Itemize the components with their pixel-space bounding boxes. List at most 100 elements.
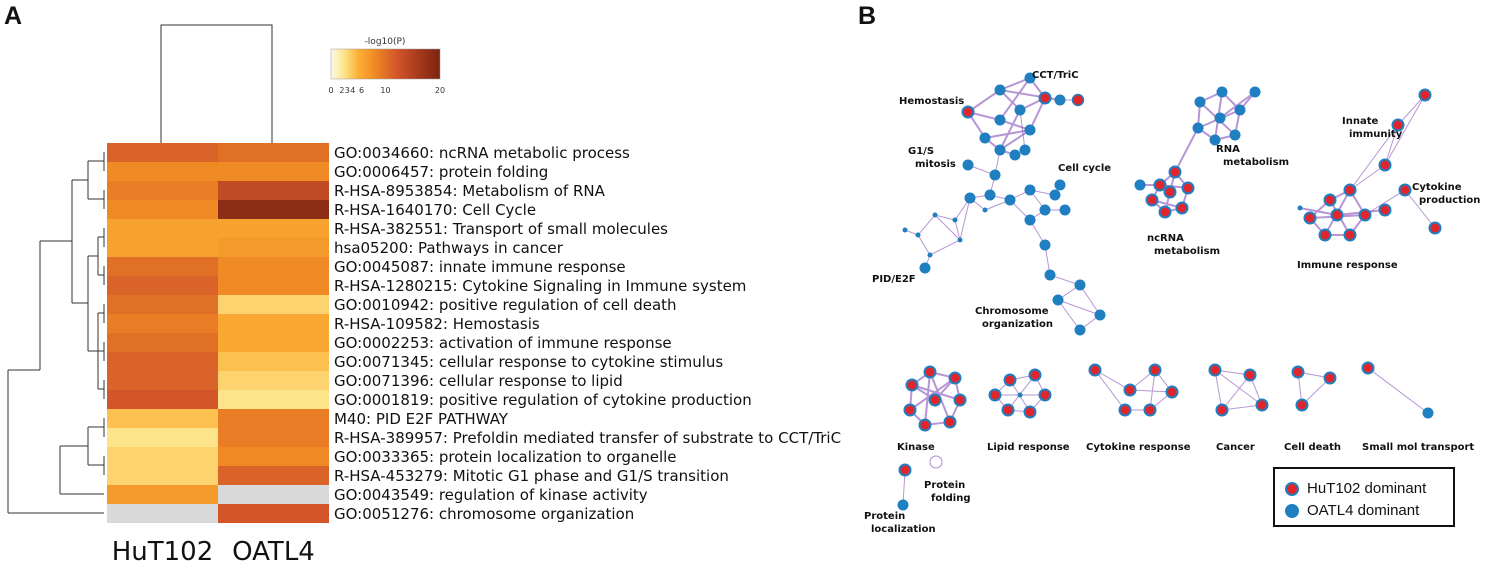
legend-item-oatl4: OATL4 dominant — [1285, 502, 1419, 519]
network-node — [927, 252, 933, 258]
network-node — [1422, 407, 1434, 419]
heatmap-cell — [107, 314, 218, 333]
heatmap-cell — [107, 333, 218, 352]
network-node — [1054, 94, 1066, 106]
network-cluster-label: Cell death — [1284, 442, 1341, 453]
network-node — [988, 388, 1002, 402]
network-node — [952, 217, 958, 223]
network-node — [1014, 104, 1026, 116]
network-node — [1255, 398, 1269, 412]
network-node — [905, 378, 919, 392]
heatmap-cell — [218, 238, 329, 257]
heatmap-cell — [218, 276, 329, 295]
network-node — [1343, 183, 1357, 197]
network-node — [1071, 93, 1085, 107]
network-node — [1024, 184, 1036, 196]
heatmap-cell — [218, 143, 329, 162]
heatmap-cell — [218, 200, 329, 219]
network-node — [994, 144, 1006, 156]
network-cluster-label: PID/E2F — [872, 274, 916, 285]
heatmap-row-label: R-HSA-382551: Transport of small molecul… — [334, 220, 668, 238]
heatmap-cell — [218, 295, 329, 314]
network-node — [902, 227, 908, 233]
network-node — [1163, 185, 1177, 199]
heatmap-cell — [107, 428, 218, 447]
network-node — [1249, 86, 1261, 98]
network-node — [962, 159, 974, 171]
network-node — [1378, 203, 1392, 217]
network-node — [1024, 214, 1036, 226]
heatmap-row-label: R-HSA-109582: Hemostasis — [334, 315, 540, 333]
network-node — [1088, 363, 1102, 377]
heatmap-column-labels: HuT102 OATL4 — [112, 537, 315, 567]
network-node — [1378, 158, 1392, 172]
network-node — [1418, 88, 1432, 102]
network-node — [1054, 179, 1066, 191]
heatmap-cell — [107, 295, 218, 314]
heatmap-cell — [107, 238, 218, 257]
network-node — [982, 207, 988, 213]
network-node — [1049, 189, 1061, 201]
network-node — [1192, 122, 1204, 134]
heatmap-row-label: GO:0006457: protein folding — [334, 163, 548, 181]
heatmap-cell — [218, 390, 329, 409]
network-node — [898, 463, 912, 477]
heatmap-cell — [107, 409, 218, 428]
network-cluster-label: Lipid response — [987, 442, 1070, 453]
heatmap-row-label: GO:0043549: regulation of kinase activit… — [334, 486, 648, 504]
colorbar-tick-label: 3 — [345, 86, 350, 95]
heatmap-row-label: R-HSA-389957: Prefoldin mediated transfe… — [334, 429, 841, 447]
network-node — [1038, 91, 1052, 105]
network-node — [1165, 385, 1179, 399]
network-node — [1291, 365, 1305, 379]
heatmap-cell — [107, 352, 218, 371]
network-node — [1209, 134, 1221, 146]
network-node — [1044, 269, 1056, 281]
network-node — [1024, 72, 1036, 84]
heatmap-cell — [218, 409, 329, 428]
heatmap-cell — [218, 504, 329, 523]
network-node — [1017, 392, 1023, 398]
heatmap-cell — [218, 428, 329, 447]
network-node — [915, 232, 921, 238]
heatmap-row-label: GO:0051276: chromosome organization — [334, 505, 634, 523]
heatmap-cell — [107, 257, 218, 276]
network-cluster-label: Cell cycle — [1058, 163, 1111, 174]
heatmap-cell — [107, 485, 218, 504]
heatmap-cell — [218, 447, 329, 466]
network-node — [1118, 403, 1132, 417]
network-node — [1168, 165, 1182, 179]
network-node — [919, 262, 931, 274]
network-cluster-label: Small mol transport — [1362, 442, 1474, 453]
heatmap-cell — [218, 257, 329, 276]
heatmap-row-label: GO:0034660: ncRNA metabolic process — [334, 144, 630, 162]
network-node — [1028, 368, 1042, 382]
network-node — [1229, 129, 1241, 141]
network-node — [1234, 104, 1246, 116]
row-dendrogram — [7, 152, 105, 514]
network-node — [1158, 205, 1172, 219]
legend-marker-hut102 — [1285, 481, 1299, 496]
heatmap-row-label: GO:0033365: protein localization to orga… — [334, 448, 677, 466]
network-nodes — [897, 72, 1442, 511]
network-node — [903, 403, 917, 417]
colorbar-tick-label: 20 — [435, 86, 445, 95]
heatmap-cell — [218, 485, 329, 504]
panel-label-a: A — [4, 2, 23, 30]
heatmap-cell — [107, 447, 218, 466]
colorbar — [330, 48, 441, 80]
network-node — [1175, 201, 1189, 215]
network-node — [1148, 363, 1162, 377]
heatmap-column-label: OATL4 — [232, 537, 315, 567]
colorbar-title: -log10(P) — [365, 37, 406, 47]
network-node — [1038, 388, 1052, 402]
heatmap-column-label: HuT102 — [112, 537, 214, 567]
network-node — [932, 212, 938, 218]
network-node — [1003, 373, 1017, 387]
network-node — [1214, 112, 1226, 124]
colorbar-tick-label: 6 — [359, 86, 364, 95]
